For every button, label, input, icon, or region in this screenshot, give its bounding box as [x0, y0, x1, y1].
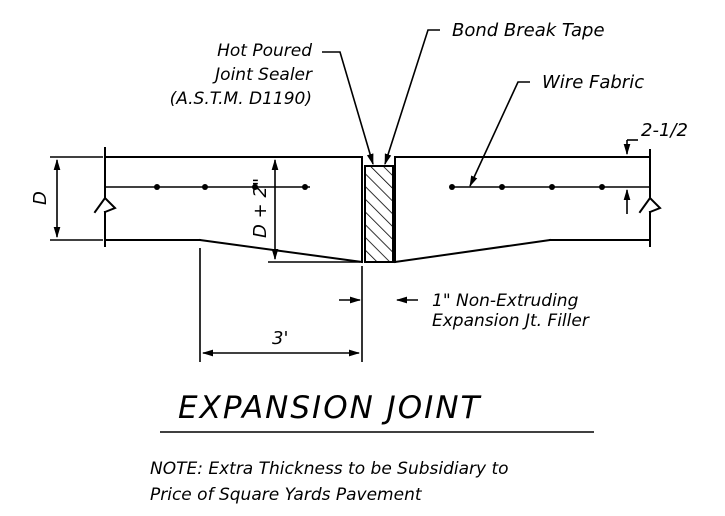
dimension-cover [623, 139, 638, 214]
bond-break-label: Bond Break Tape [452, 20, 605, 41]
note-line-1: NOTE: Extra Thickness to be Subsidiary t… [150, 459, 509, 479]
dimension-d [50, 156, 103, 241]
joint-filler [364, 165, 394, 263]
note-line-2: Price of Square Yards Pavement [150, 485, 423, 505]
joint-sealer-label-3: (A.S.T.M. D1190) [170, 89, 312, 109]
filler-label-1: 1" Non-Extruding [432, 291, 579, 311]
joint-sealer-label-2: Joint Sealer [212, 65, 313, 85]
joint-sealer-leader [322, 51, 374, 166]
right-slab [393, 149, 662, 264]
wire-fabric-leader [469, 81, 530, 188]
drawing-title: EXPANSION JOINT [178, 390, 482, 426]
bond-break-leader [384, 29, 440, 166]
wire-fabric-label: Wire Fabric [542, 72, 644, 93]
joint-sealer-label-1: Hot Poured [217, 41, 312, 61]
left-slab [93, 147, 364, 264]
wire-fabric-left [105, 184, 310, 190]
cover-label: 2-1/2 [641, 120, 688, 141]
d-plus-2-label: D + 2" [250, 178, 271, 238]
dimension-3ft [199, 248, 363, 362]
dimension-d-plus-2 [268, 158, 360, 263]
d-label: D [30, 191, 51, 205]
filler-label-2: Expansion Jt. Filler [432, 311, 590, 331]
dim-3ft-label: 3' [272, 328, 288, 349]
wire-fabric-right [449, 184, 650, 190]
